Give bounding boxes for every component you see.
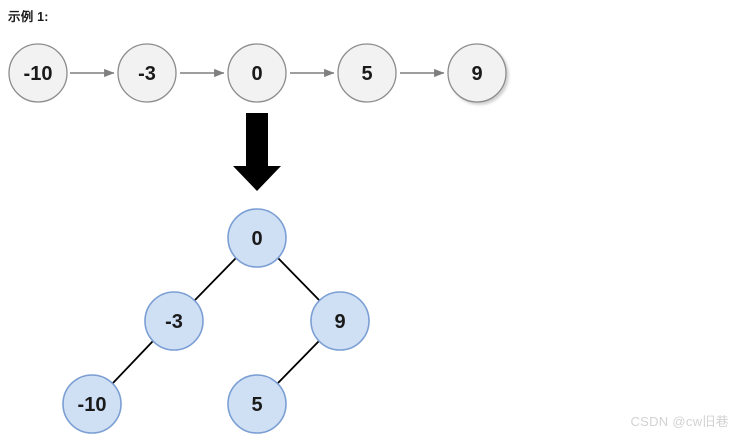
tree-node-5: 5 [227, 374, 287, 434]
tree-node-circle [227, 374, 287, 434]
convert-down-arrow [233, 113, 281, 191]
list-node--10: -10 [8, 43, 68, 103]
tree-node-circle [62, 374, 122, 434]
tree-node-9: 9 [310, 291, 370, 351]
tree-edge-root-to-left [194, 257, 237, 301]
list-node--3: -3 [117, 43, 177, 103]
tree-node-label: 0 [251, 228, 262, 250]
tree-edges [112, 257, 320, 384]
tree-edge-right-to-right-left [277, 340, 320, 384]
list-node-circle [337, 43, 397, 103]
list-node-circle [8, 43, 68, 103]
tree-node-circle [227, 208, 287, 268]
list-node-label: 5 [361, 63, 372, 85]
list-node-0: 0 [227, 43, 287, 103]
list-node-label: -10 [24, 63, 53, 85]
list-node-circle [117, 43, 177, 103]
list-node-label: 0 [251, 63, 262, 85]
tree-node--10: -10 [62, 374, 122, 434]
tree-node-label: -3 [165, 311, 183, 333]
list-node-label: 9 [471, 63, 482, 85]
tree-node-0: 0 [227, 208, 287, 268]
csdn-watermark: CSDN @cw旧巷 [630, 414, 729, 429]
tree-node-circle [310, 291, 370, 351]
tree-edge-root-to-right [277, 257, 320, 301]
list-node-9: 9 [447, 43, 507, 103]
list-node-5: 5 [337, 43, 397, 103]
sorted-linked-list: -10 -3 0 5 9 [8, 43, 507, 103]
tree-node-label: 9 [334, 311, 345, 333]
list-node-label: -3 [138, 63, 156, 85]
tree-node-label: -10 [78, 394, 107, 416]
list-node-circle [447, 43, 507, 103]
tree-node-circle [144, 291, 204, 351]
tree-node--3: -3 [144, 291, 204, 351]
balanced-bst: 0 -3 9 -10 5 [62, 208, 370, 434]
tree-node-label: 5 [251, 394, 262, 416]
down-arrow-shape [233, 113, 281, 191]
list-node-circle [227, 43, 287, 103]
page-title: 示例 1: [8, 10, 49, 24]
tree-nodes: 0 -3 9 -10 5 [62, 208, 370, 434]
tree-edge-left-to-left-left [112, 340, 154, 384]
linked-list-nodes: -10 -3 0 5 9 [8, 43, 507, 103]
